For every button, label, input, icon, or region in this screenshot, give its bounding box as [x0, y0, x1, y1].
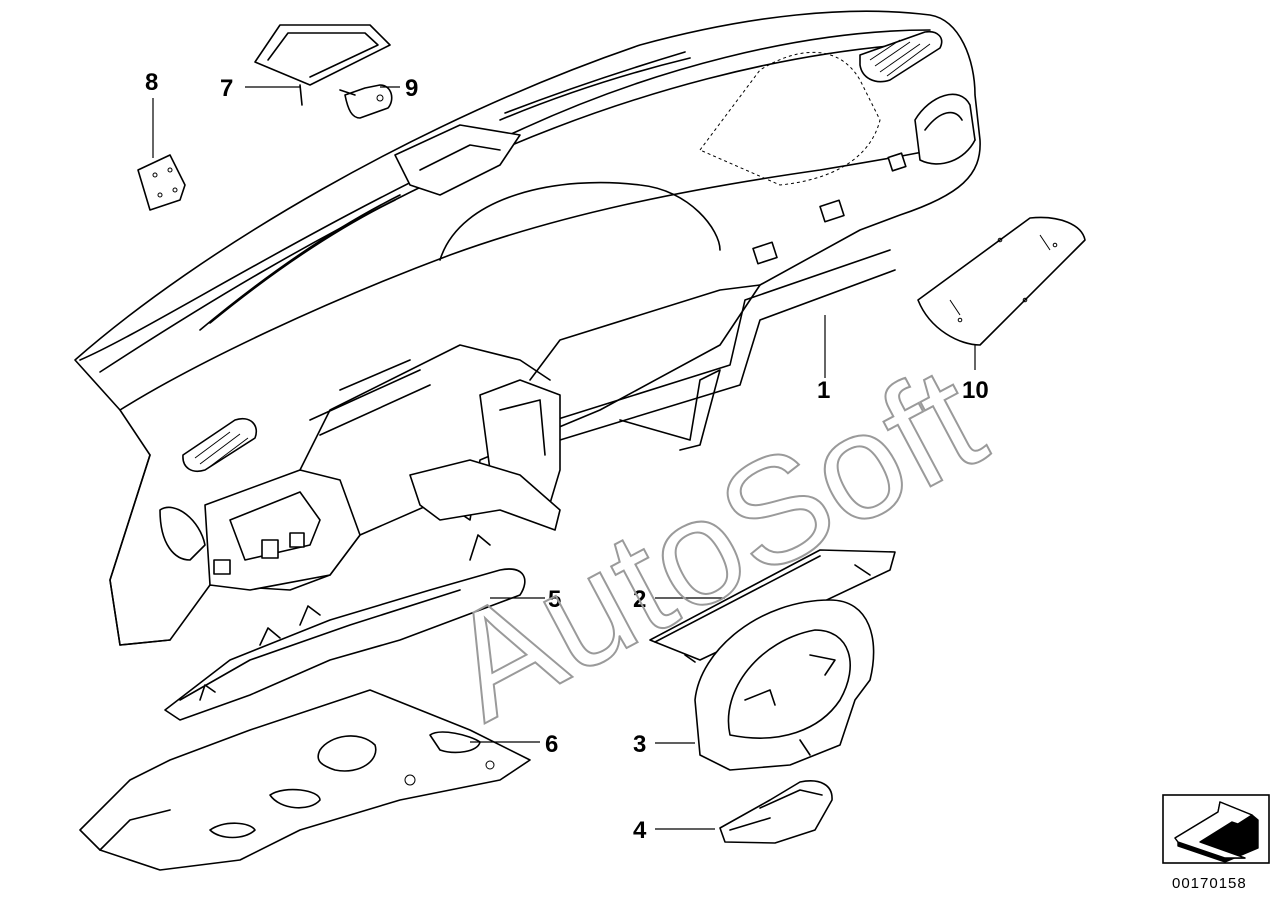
callout-3: 3: [633, 731, 646, 758]
part-lower-panel: [79, 689, 531, 871]
callout-10: 10: [962, 377, 989, 404]
part-mounting-clip: [137, 154, 186, 211]
leader-lines: [152, 86, 976, 830]
callout-7: 7: [220, 75, 233, 102]
right-air-vent: [859, 30, 943, 83]
part-cluster-surround: [694, 599, 875, 771]
direction-arrow-icon: [1162, 794, 1270, 864]
callout-1: 1: [817, 377, 830, 404]
part-trim-strip: [649, 549, 896, 663]
part-knee-bolster: [164, 534, 526, 721]
callout-2: 2: [633, 586, 646, 613]
part-cover-bracket: [719, 780, 833, 844]
callout-9: 9: [405, 75, 418, 102]
part-insulation-pad: [917, 216, 1086, 346]
callout-4: 4: [633, 817, 647, 844]
left-air-vent: [182, 418, 257, 472]
part-defrost-cover: [254, 24, 391, 106]
part-sensor-clip: [339, 84, 393, 119]
callout-5: 5: [548, 586, 561, 613]
diagram-id: 00170158: [1172, 875, 1247, 892]
callout-6: 6: [545, 731, 558, 758]
callout-8: 8: [145, 69, 158, 96]
callout-labels: 8 7 9 1 10 2 5 3 6 4: [145, 69, 989, 844]
part-dashboard-carrier: [74, 10, 981, 646]
